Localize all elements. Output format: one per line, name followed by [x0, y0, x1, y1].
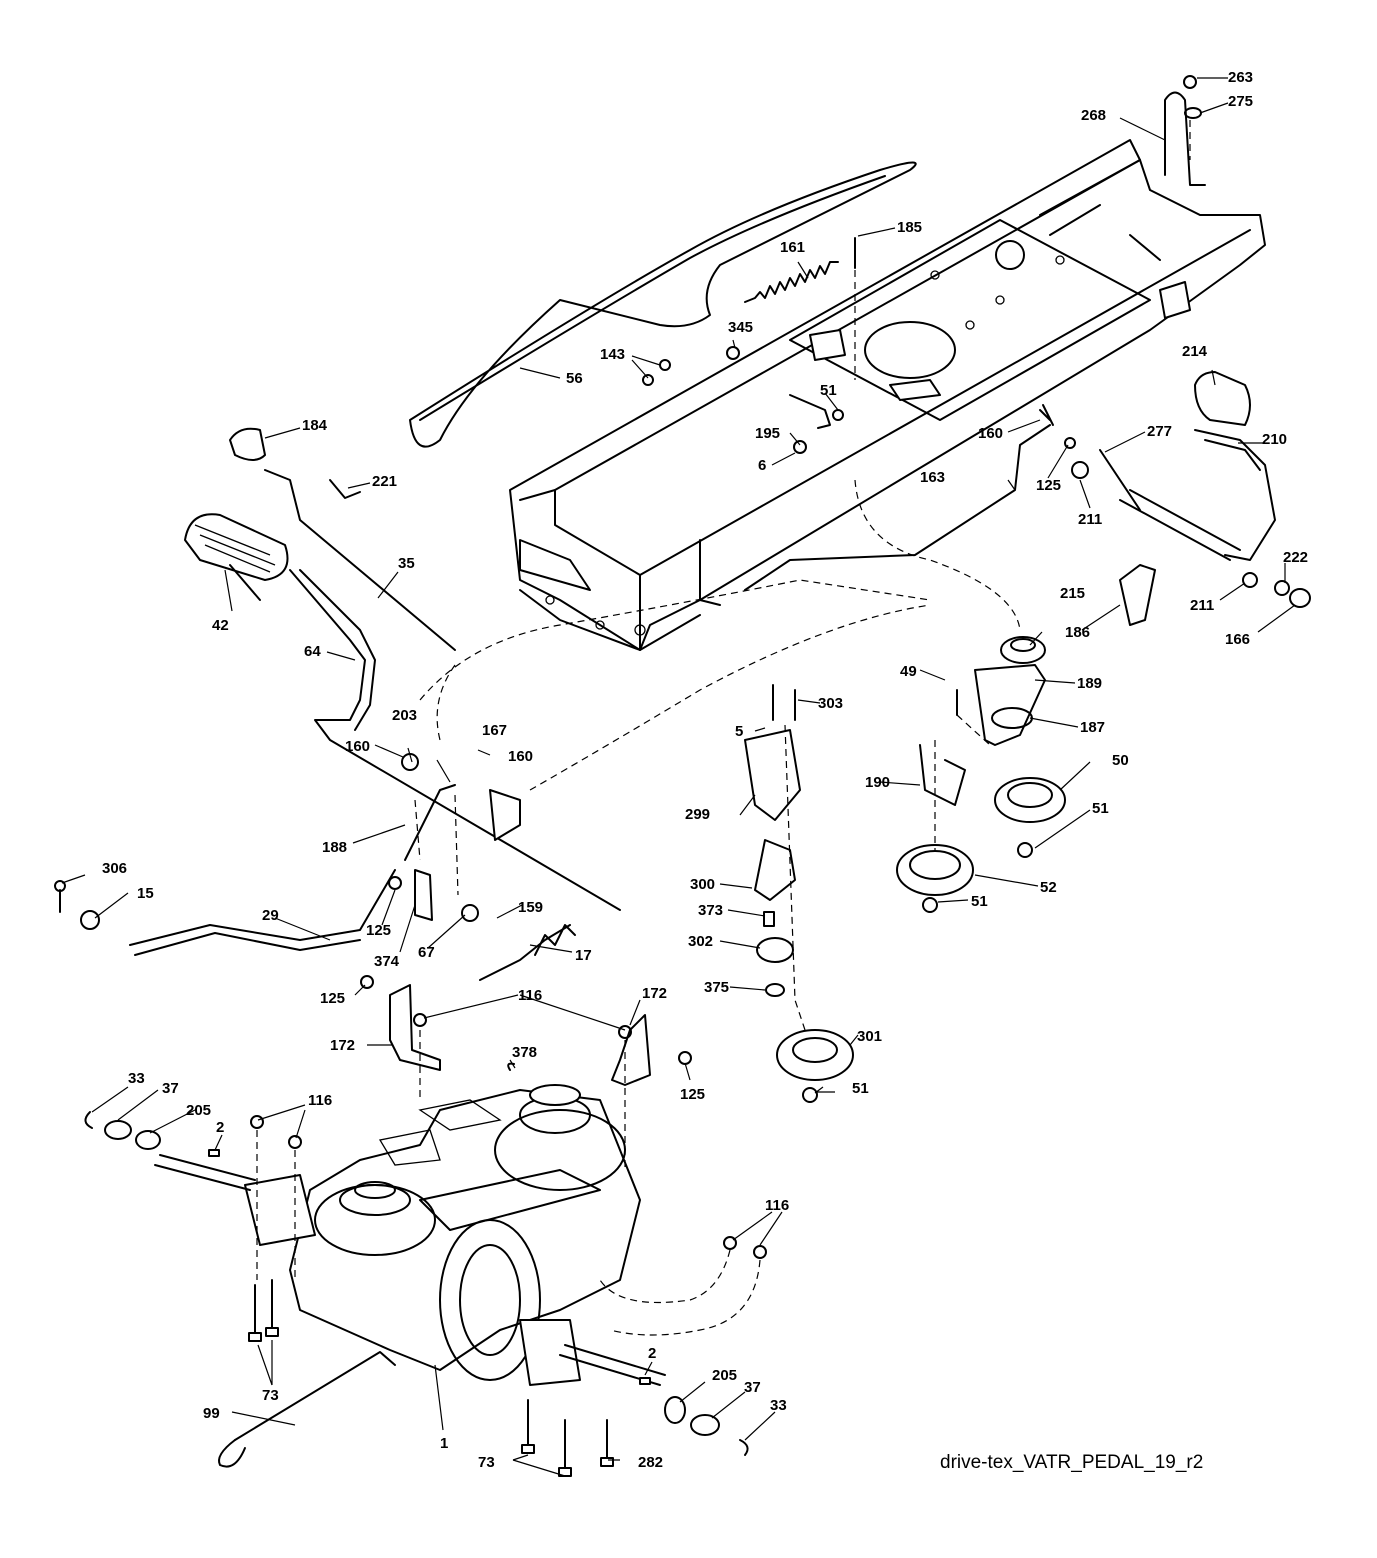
callout-2-left: 2: [216, 1119, 224, 1136]
callout-5: 5: [735, 723, 743, 740]
callout-263: 263: [1228, 69, 1253, 86]
callout-167: 167: [482, 722, 507, 739]
callout-17: 17: [575, 947, 592, 964]
callout-187: 187: [1080, 719, 1105, 736]
pedal-assembly-right: [1071, 371, 1311, 626]
callout-33-left: 33: [128, 1070, 145, 1087]
callout-374: 374: [374, 953, 400, 970]
callout-172-right: 172: [642, 985, 667, 1002]
callout-282: 282: [638, 1454, 663, 1471]
callout-125-left: 125: [320, 990, 345, 1007]
callout-160-right: 160: [978, 425, 1003, 442]
callout-42: 42: [212, 617, 229, 634]
callout-190: 190: [865, 774, 890, 791]
callout-172-left: 172: [330, 1037, 355, 1054]
callout-56: 56: [566, 370, 583, 387]
callout-222: 222: [1283, 549, 1308, 566]
callout-306: 306: [102, 860, 127, 877]
spring-161: [744, 261, 839, 303]
callout-205-left: 205: [186, 1102, 211, 1119]
callout-215: 215: [1060, 585, 1085, 602]
pedal-assembly-left: [129, 427, 621, 981]
chassis-frame: [509, 139, 1266, 651]
callout-99: 99: [203, 1405, 220, 1422]
callout-116-top: 116: [518, 987, 542, 1004]
callout-labels: 263 275 268 185 161 345 143 56 51 214 18…: [102, 69, 1308, 1471]
callout-378: 378: [512, 1044, 537, 1061]
callout-29: 29: [262, 907, 279, 924]
callout-188: 188: [322, 839, 347, 856]
callout-205-right: 205: [712, 1367, 737, 1384]
assembly-lines: [256, 120, 1191, 1336]
callout-163: 163: [920, 469, 945, 486]
callout-302: 302: [688, 933, 713, 950]
bolts-73-282: [248, 1279, 614, 1477]
callout-51-bottom: 51: [852, 1080, 869, 1097]
callout-50: 50: [1112, 752, 1129, 769]
callout-37-left: 37: [162, 1080, 179, 1097]
callout-125-right: 125: [1036, 477, 1061, 494]
callout-49: 49: [900, 663, 917, 680]
callout-37-right: 37: [744, 1379, 761, 1396]
callout-375: 375: [704, 979, 729, 996]
callout-300: 300: [690, 876, 715, 893]
callout-268: 268: [1081, 107, 1106, 124]
hardware: [54, 75, 1202, 1456]
callout-214: 214: [1182, 343, 1208, 360]
callout-15: 15: [137, 885, 154, 902]
callout-303: 303: [818, 695, 843, 712]
callout-299: 299: [685, 806, 710, 823]
callout-211-bottom: 211: [1190, 597, 1214, 614]
drive-belt: [409, 161, 917, 448]
brackets-172: [389, 984, 651, 1086]
callout-195: 195: [755, 425, 780, 442]
callout-189: 189: [1077, 675, 1102, 692]
callout-52: 52: [1040, 879, 1057, 896]
callout-35: 35: [398, 555, 415, 572]
callout-161: 161: [780, 239, 805, 256]
rod-99: [218, 1351, 396, 1468]
leader-lines: [61, 77, 1296, 1477]
callout-51-idler: 51: [1092, 800, 1109, 817]
callout-210: 210: [1262, 431, 1287, 448]
diagram-caption: drive-tex_VATR_PEDAL_19_r2: [940, 1452, 1204, 1473]
callout-301: 301: [857, 1028, 882, 1045]
callout-73-left: 73: [262, 1387, 279, 1404]
callout-211-top: 211: [1078, 511, 1102, 528]
callout-203: 203: [392, 707, 417, 724]
callout-67: 67: [418, 944, 435, 961]
callout-160-left: 160: [345, 738, 370, 755]
callout-345: 345: [728, 319, 753, 336]
callout-125-center: 125: [366, 922, 391, 939]
callout-166: 166: [1225, 631, 1250, 648]
callout-373: 373: [698, 902, 723, 919]
callout-64: 64: [304, 643, 321, 660]
callout-116-left: 116: [308, 1092, 332, 1109]
transaxle: [154, 1084, 666, 1386]
callout-186: 186: [1065, 624, 1090, 641]
callout-185: 185: [897, 219, 922, 236]
callout-2-right: 2: [648, 1345, 656, 1362]
callout-6: 6: [758, 457, 766, 474]
callout-73-bottom: 73: [478, 1454, 495, 1471]
callout-1: 1: [440, 1435, 448, 1452]
callout-116-right: 116: [765, 1197, 789, 1214]
callout-160-center: 160: [508, 748, 533, 765]
callout-51-top: 51: [820, 382, 837, 399]
callout-143: 143: [600, 346, 625, 363]
callout-184: 184: [302, 417, 328, 434]
callout-221: 221: [372, 473, 397, 490]
u-bolt-268: [1164, 91, 1206, 186]
rod-163: [744, 424, 1051, 591]
idler-assembly: [744, 636, 1066, 1103]
callout-33-right: 33: [770, 1397, 787, 1414]
callout-275: 275: [1228, 93, 1253, 110]
callout-51-lower: 51: [971, 893, 988, 910]
callout-159: 159: [518, 899, 543, 916]
callout-125-bottom: 125: [680, 1086, 705, 1103]
callout-277: 277: [1147, 423, 1172, 440]
